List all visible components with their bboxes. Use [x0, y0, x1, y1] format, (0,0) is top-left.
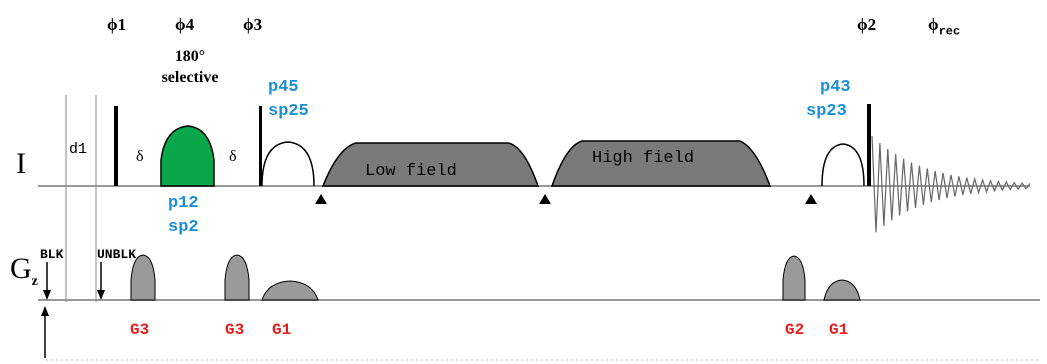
unblk-label: UNBLK — [97, 247, 137, 262]
phase-phi4: ϕ4 — [175, 15, 195, 34]
selective-label: 180° selective — [140, 49, 240, 86]
hard-pulse-final — [867, 104, 871, 186]
trigger-marker-3 — [805, 194, 817, 204]
phase-phirec-main: ϕ — [928, 15, 939, 34]
hard-pulse-2 — [259, 106, 262, 186]
gradient-label-g2: G2 — [785, 321, 805, 339]
phase-phirec-sub: rec — [938, 24, 961, 39]
blk-arrow — [43, 262, 51, 300]
label-p43: p43 — [820, 78, 851, 97]
label-sp23: sp23 — [806, 102, 847, 121]
high-field-ramp — [550, 140, 772, 187]
channel-gz-main: G — [10, 252, 32, 285]
gradient-label-g3-a: G3 — [130, 321, 150, 339]
trigger-marker-1 — [315, 194, 327, 204]
gradient-g3-b — [224, 254, 250, 301]
phase-phirec: ϕrec — [928, 16, 960, 37]
selective-180-pulse — [160, 125, 215, 187]
label-sp2: sp2 — [168, 218, 199, 237]
gradient-label-g1-b: G1 — [829, 321, 849, 339]
gradient-g1-a — [261, 280, 319, 301]
gradient-g1-b — [823, 279, 861, 301]
high-field-label: High field — [592, 149, 695, 168]
selective-label-line1: 180° — [174, 48, 206, 65]
channel-gz-sub: z — [31, 274, 38, 289]
phase-phi1: ϕ1 — [107, 15, 127, 34]
gradient-g3-a — [130, 254, 156, 301]
fid-signal — [871, 135, 1031, 233]
blk-label: BLK — [40, 247, 64, 262]
channel-gz-label: Gz — [10, 254, 38, 289]
gradient-label-g1-a: G1 — [272, 321, 292, 339]
phase-phi2: ϕ2 — [857, 15, 877, 34]
start-marker-arrow — [41, 306, 1040, 361]
shaped-pulse-p43 — [821, 143, 865, 187]
delay-delta-left: δ — [136, 148, 144, 165]
gradient-g2 — [782, 255, 806, 301]
delay-delta-right: δ — [229, 148, 237, 165]
trigger-marker-2 — [539, 194, 551, 204]
low-field-label: Low field — [365, 162, 457, 181]
unblk-arrow — [97, 262, 105, 300]
selective-label-line2: selective — [161, 69, 219, 86]
label-p45: p45 — [268, 78, 299, 97]
shaped-pulse-p45 — [261, 141, 315, 187]
delay-d1: d1 — [69, 141, 88, 158]
label-p12: p12 — [168, 194, 199, 213]
hard-90-pulse — [114, 106, 118, 186]
phase-phi3: ϕ3 — [243, 15, 263, 34]
low-field-ramp — [321, 142, 540, 187]
gradient-label-g3-b: G3 — [225, 321, 245, 339]
channel-i-label: I — [16, 147, 26, 180]
label-sp25: sp25 — [268, 102, 309, 121]
